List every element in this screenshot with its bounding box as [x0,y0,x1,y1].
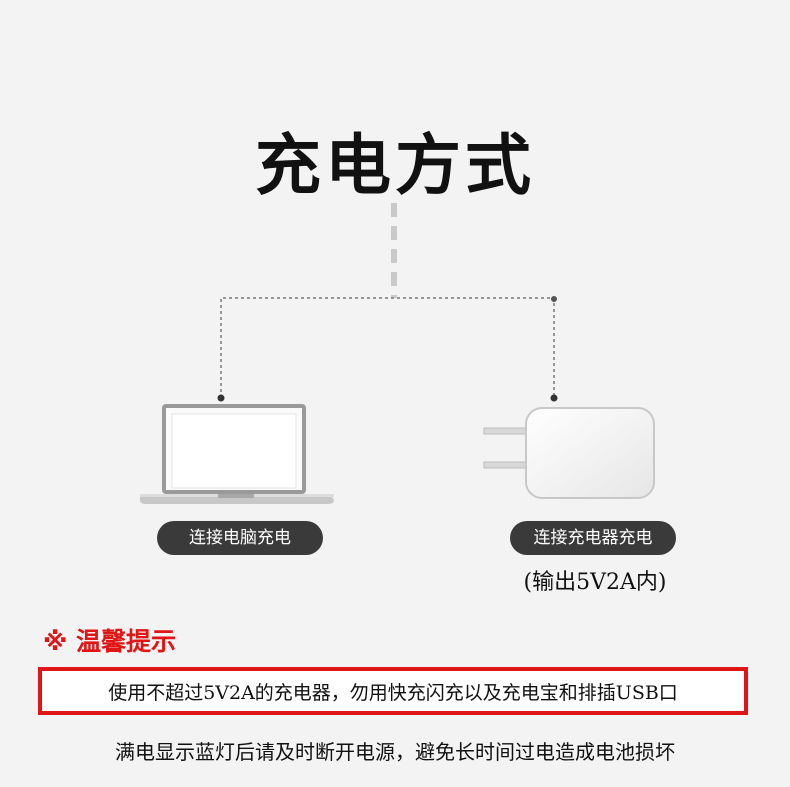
page-title: 充电方式 [255,127,535,204]
wall-charger-icon [483,407,655,499]
warning-box: 使用不超过5V2A的充电器，勿用快充闪充以及充电宝和排插USB口 [38,667,748,715]
charger-output-note: (输出5V2A内) [523,570,667,595]
laptop-charging-label: 连接电脑充电 [157,521,323,555]
warning-text: 使用不超过5V2A的充电器，勿用快充闪充以及充电宝和排插USB口 [108,681,678,704]
laptop-icon [140,404,334,504]
battery-note: 满电显示蓝灯后请及时断开电源，避免长时间过电造成电池损坏 [115,740,675,764]
tip-heading: ※ 温馨提示 [43,627,177,656]
charger-charging-label: 连接充电器充电 [510,521,676,555]
